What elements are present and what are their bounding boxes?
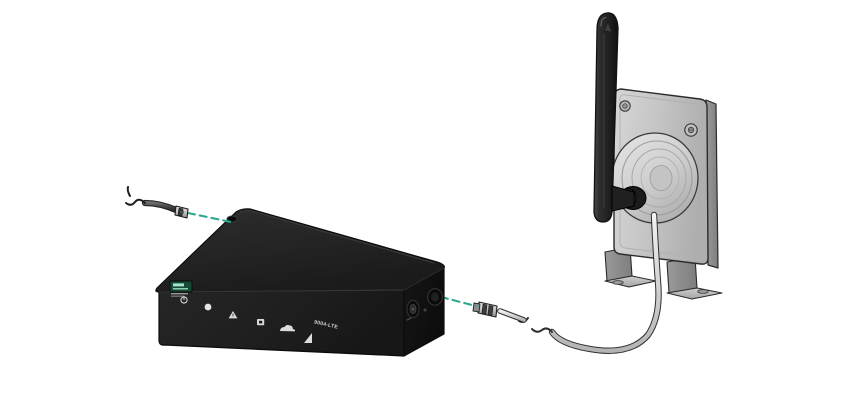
warning-icon xyxy=(228,311,238,319)
side-screw xyxy=(423,308,427,312)
antenna-highlight xyxy=(600,16,607,27)
antenna-connector-nub xyxy=(611,185,635,212)
lower-alignment-line xyxy=(439,295,478,308)
device-top-face xyxy=(155,208,445,293)
power-port-mark xyxy=(406,317,412,321)
lower-cable-connector xyxy=(472,301,498,318)
dome-boss xyxy=(611,132,699,224)
power-port xyxy=(406,299,420,321)
device-top-highlight xyxy=(239,210,435,264)
model-label: 9004-LTE xyxy=(313,319,338,330)
signal-icon xyxy=(304,333,312,343)
lower-antenna-cable xyxy=(472,211,662,354)
mount-screw-top-right xyxy=(684,123,698,137)
cable-cut-mark-upper xyxy=(125,198,146,206)
upper-alignment-line xyxy=(186,211,233,224)
status-lcd xyxy=(169,280,193,297)
cable-cut-mark-lower xyxy=(531,327,553,333)
antenna-rod xyxy=(593,12,619,223)
device-front-face xyxy=(158,289,405,357)
device-front-bevel xyxy=(158,289,405,293)
lcd-caption xyxy=(171,293,188,295)
cable-cut-mark-upper-2 xyxy=(126,186,131,197)
power-icon xyxy=(180,295,188,304)
upper-cable-connector xyxy=(174,205,189,219)
antenna-assembly xyxy=(593,12,723,300)
front-indicator-row xyxy=(180,295,312,343)
plate-inner-outline xyxy=(619,94,704,258)
antenna-port xyxy=(427,288,443,306)
device-side-bevel xyxy=(403,267,445,291)
cloud-icon xyxy=(280,324,296,332)
dot-icon xyxy=(204,303,212,311)
gateway-device: 9004-LTE xyxy=(155,208,445,357)
foot-slot-left xyxy=(612,280,624,285)
bracket-foot-left xyxy=(604,246,657,288)
device-side-ports xyxy=(406,288,443,321)
mount-screw-top-left xyxy=(619,100,631,112)
device-top-antenna-port xyxy=(226,215,238,223)
foot-slot-right xyxy=(697,289,709,294)
upper-antenna-cable xyxy=(125,186,189,219)
square-icon xyxy=(257,319,265,326)
antenna-cap-mark xyxy=(603,21,613,33)
model-label-text: 9004-LTE xyxy=(313,319,338,330)
